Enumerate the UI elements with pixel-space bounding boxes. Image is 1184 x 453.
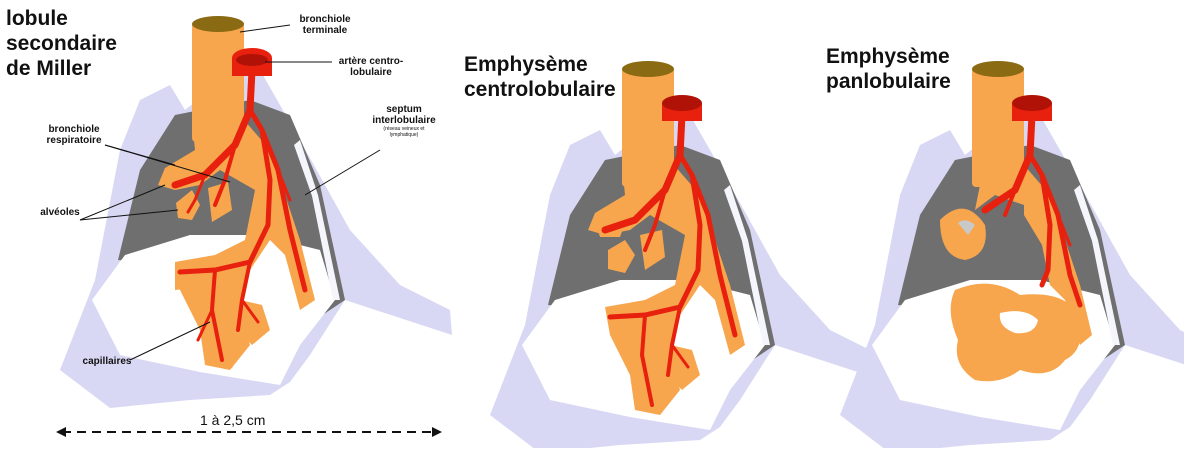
artery-lumen — [1012, 95, 1052, 111]
artery-lumen — [236, 54, 268, 66]
bronchiole-lumen — [192, 16, 244, 32]
title-line: secondaire — [6, 31, 117, 56]
label-capillaires: capillaires — [76, 356, 138, 367]
title-line: lobule — [6, 6, 117, 31]
label-artere-centrolobulaire: artère centro- lobulaire — [326, 56, 416, 78]
scale-label: 1 à 2,5 cm — [200, 412, 265, 428]
title-line: Emphysème — [826, 44, 951, 69]
title-line: Emphysème — [464, 52, 616, 77]
panel-3-title: Emphysème panlobulaire — [826, 44, 951, 94]
title-line: de Miller — [6, 56, 117, 81]
label-septum-interlobulaire: septum interlobulaire (réseau veineux et… — [354, 104, 454, 138]
artery-lumen — [662, 95, 702, 111]
label-alveoles: alvéoles — [32, 207, 88, 218]
panel-2-title: Emphysème centrolobulaire — [464, 52, 616, 102]
label-bronchiole-terminale: bronchiole terminale — [290, 14, 360, 36]
panel-1-title: lobule secondaire de Miller — [6, 6, 117, 81]
label-bronchiole-respiratoire: bronchiole respiratoire — [34, 124, 114, 146]
panel-3-panlobular — [840, 61, 1184, 448]
panel-2-centrolobular — [490, 61, 882, 448]
scale-arrow — [56, 427, 442, 437]
title-line: panlobulaire — [826, 69, 951, 94]
title-line: centrolobulaire — [464, 77, 616, 102]
